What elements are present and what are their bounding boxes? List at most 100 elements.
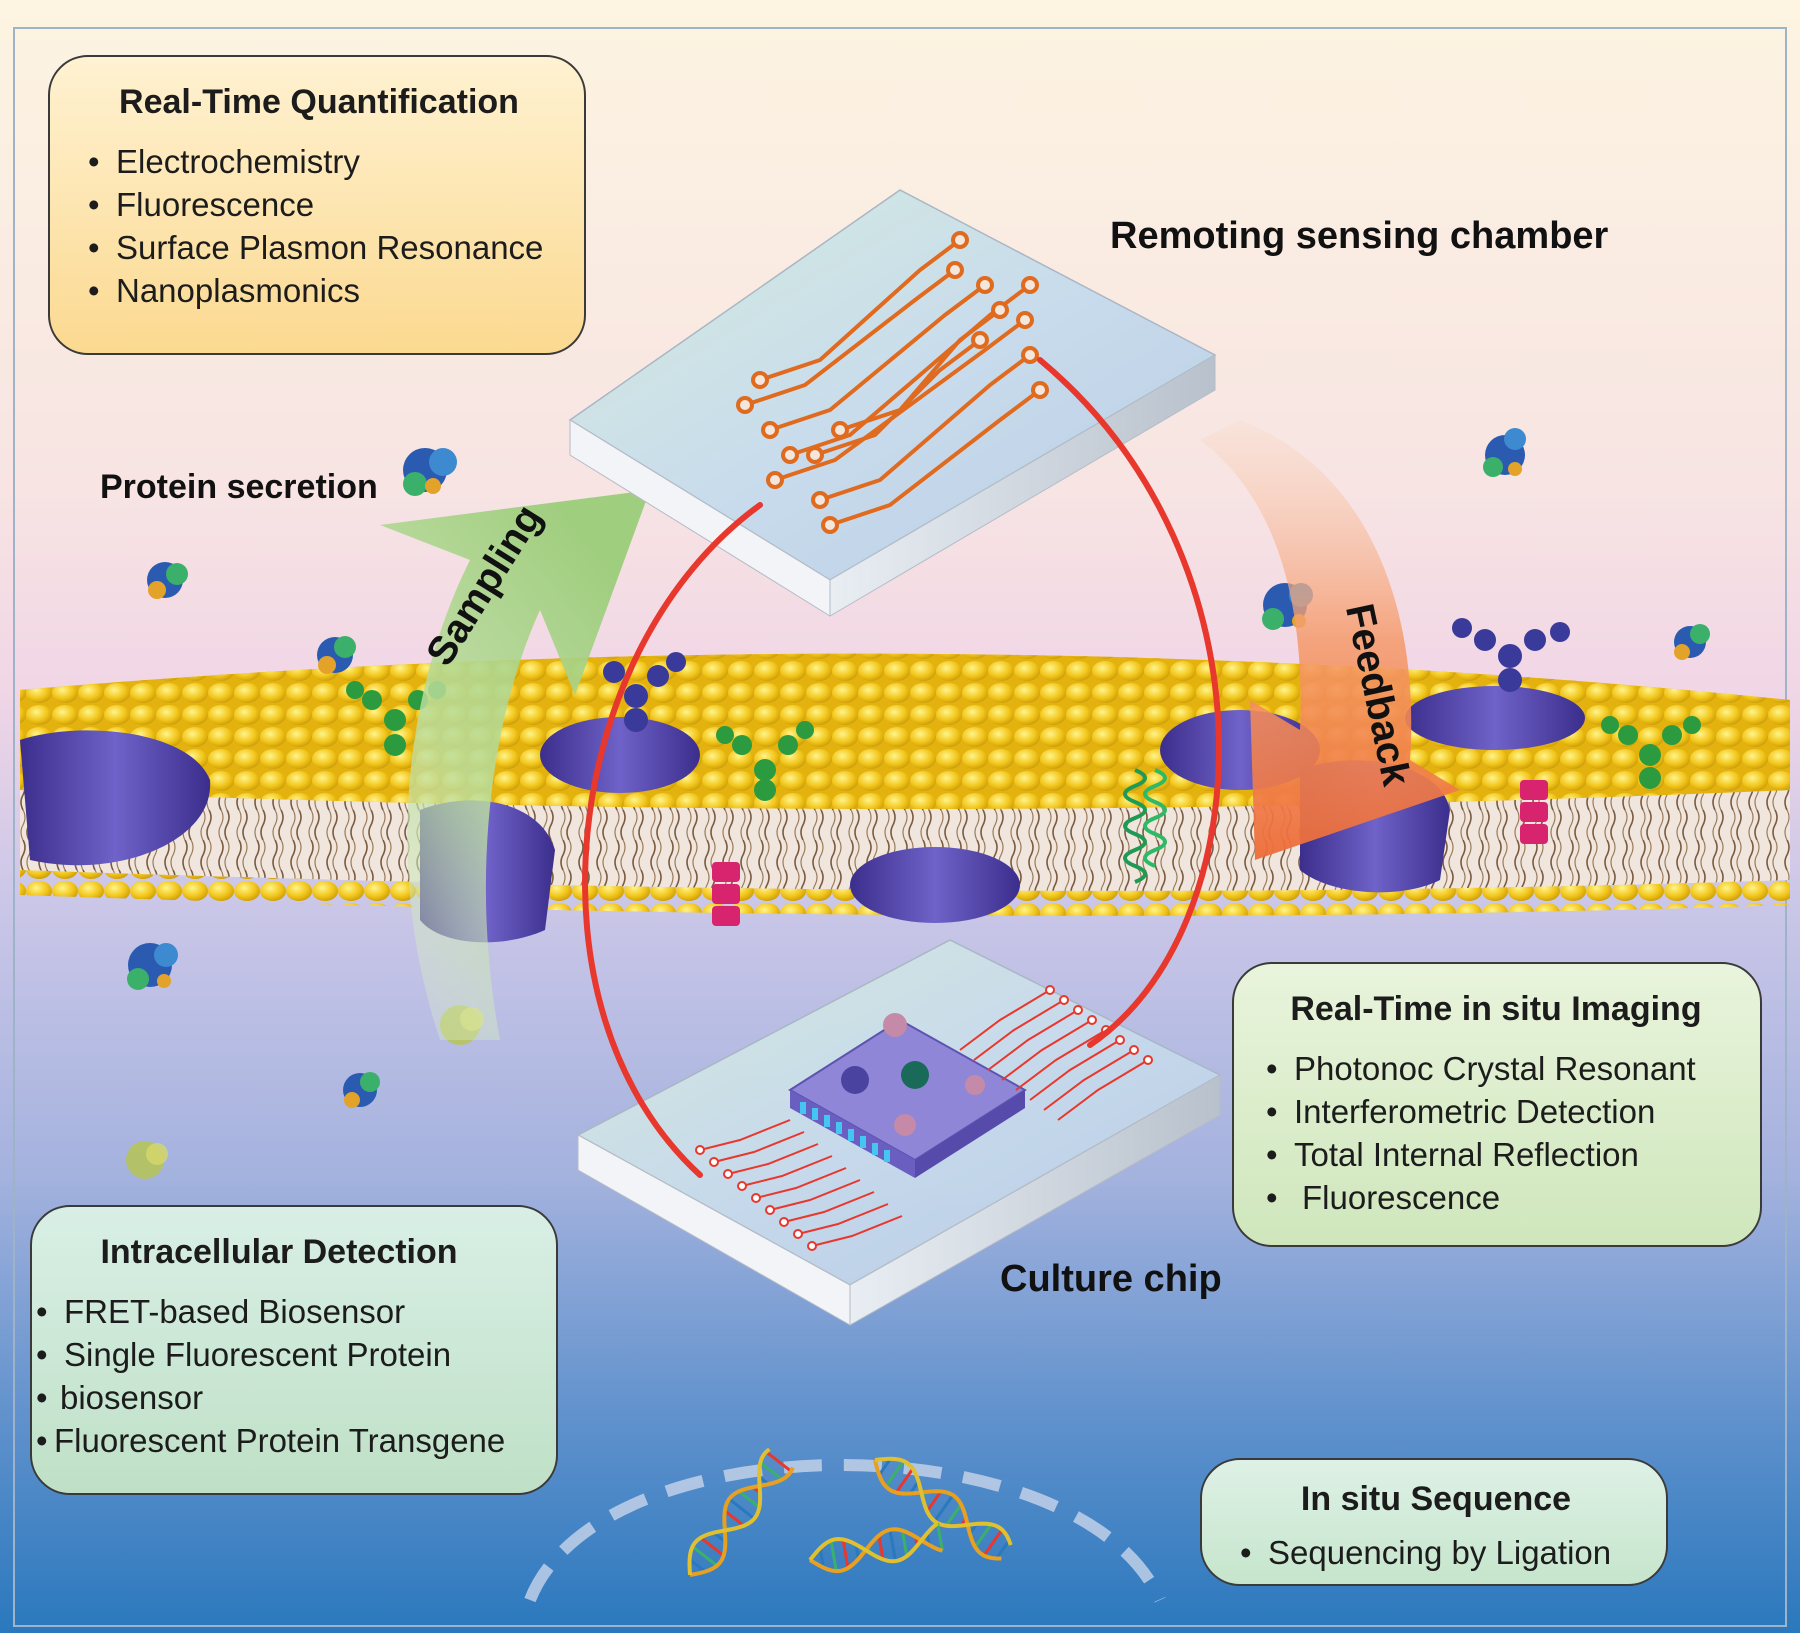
base-pair [877,1457,892,1476]
intracellular-detection-box: Intracellular Detection FRET-based Biose… [30,1205,558,1495]
box-title: Real-Time Quantification [119,83,519,121]
chip-trace [741,1155,833,1187]
dna-strand [689,1466,795,1577]
in-situ-sequence-box: In situ Sequence Sequencing by Ligation [1200,1458,1668,1586]
circuit-pad [991,301,1009,319]
chip-pad [1143,1055,1153,1065]
circuit-pad [761,421,779,439]
list-item: Sequencing by Ligation [1236,1531,1636,1574]
base-pair [884,1460,905,1488]
dna-strand [808,1527,944,1574]
list-item: Nanoplasmonics [84,269,554,312]
chip-pad [737,1181,747,1191]
chip-pad [779,1217,789,1227]
base-pair [737,1490,761,1509]
list-item: Single Fluorescent Protein [32,1333,526,1376]
chip-pad [793,1229,803,1239]
chip-pad [1087,1015,1097,1025]
dna-strand [808,1521,939,1564]
chip-trace [973,999,1065,1061]
remote-chamber-label: Remoting sensing chamber [1110,215,1609,257]
chip-pad [1059,995,1069,1005]
circuit-pad [971,331,989,349]
chip-trace [769,1179,861,1211]
chip-trace [1043,1049,1135,1111]
chip-trace [727,1143,819,1175]
circuit-trace [743,268,957,407]
base-pair [877,1535,885,1560]
chip-trace [797,1203,889,1235]
base-pair [944,1503,963,1527]
chip-trace [987,1009,1079,1071]
dna-strand [873,1459,1002,1561]
list-item: Photonoc Crystal Resonant [1262,1047,1730,1090]
list-item: Interferometric Detection [1262,1090,1730,1133]
circuit-pad [946,261,964,279]
base-pair [691,1545,718,1567]
base-pair [699,1536,725,1557]
circuit-pad [1021,276,1039,294]
dna-helix [808,1521,944,1574]
circuit-pad [736,396,754,414]
real-time-quantification-box: Real-Time Quantification Electrochemistr… [48,55,586,355]
circuit-trace [773,318,1027,482]
circuit-trace [758,238,962,382]
base-pair [933,1494,955,1523]
base-pair [894,1467,915,1494]
chip-trace [783,1191,875,1223]
box-title: Real-Time in situ Imaging [1290,990,1702,1028]
chip-pad [765,1205,775,1215]
box-title: Intracellular Detection [100,1233,458,1271]
dna-helix [873,1456,1013,1561]
chip-trace [811,1215,903,1247]
circuit-trace [768,283,987,432]
circuit-pad [951,231,969,249]
circuit-pad [821,516,839,534]
chip-pad [1073,1005,1083,1015]
base-pair [723,1509,745,1527]
base-pair [995,1539,1011,1560]
list-item: Fluorescence [1262,1176,1730,1219]
chip-pad [1115,1035,1125,1045]
circuit-trace [788,283,1032,457]
circuit-pad [976,276,994,294]
circuit-pad [811,491,829,509]
protein-secretion-label: Protein secretion [100,468,378,506]
chip-pad [723,1169,733,1179]
circuit-pad [1031,381,1049,399]
chip-trace [713,1131,805,1163]
base-pair [759,1461,784,1481]
culture-chip-label: Culture chip [1000,1258,1222,1300]
list-item: Surface Plasmon Resonance [84,226,554,269]
chip-pad [1129,1045,1139,1055]
base-pair [925,1490,943,1513]
chip-trace [755,1167,847,1199]
circuit-pad [806,446,824,464]
list-item: FRET-based Biosensor [32,1290,526,1333]
list-item: Fluorescent Protein Transgene [32,1419,526,1462]
circuit-pad [831,421,849,439]
circuit-trace [838,308,1002,432]
real-time-imaging-box: Real-Time in situ Imaging Photonoc Cryst… [1232,962,1762,1247]
chip-pad [807,1241,817,1251]
chip-trace [959,989,1051,1051]
circuit-pad [1021,346,1039,364]
list-item: Electrochemistry [84,140,554,183]
circuit-trace [828,388,1042,527]
box-title: In situ Sequence [1300,1480,1572,1518]
circuit-pad [751,371,769,389]
circuit-pad [781,446,799,464]
chip-trace [1057,1059,1149,1121]
list-item: biosensor [32,1376,526,1419]
base-pair [900,1530,909,1557]
chip-trace [1015,1029,1107,1091]
base-pair [688,1558,707,1573]
chip-trace [1029,1039,1121,1101]
chip-trace [699,1119,791,1151]
list-item: Total Internal Reflection [1262,1133,1730,1176]
chip-pad [1045,985,1055,995]
base-pair [982,1528,1004,1557]
circuit-trace [818,353,1032,502]
